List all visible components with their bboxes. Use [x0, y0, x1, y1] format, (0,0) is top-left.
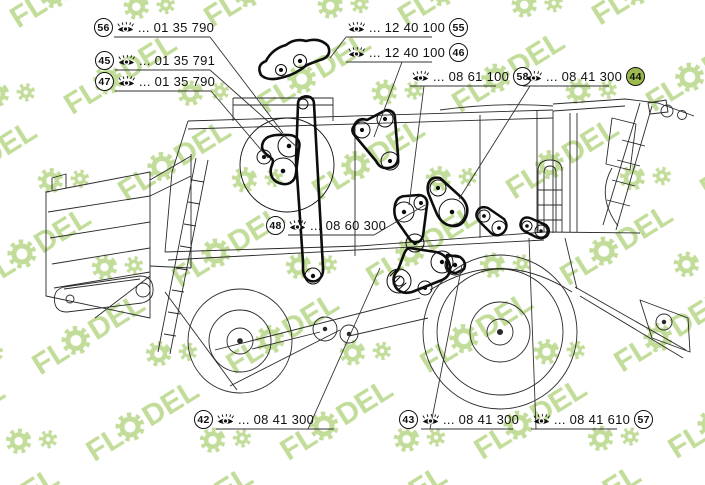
eye-icon — [348, 46, 365, 59]
item-number-badge[interactable]: 46 — [449, 43, 469, 62]
belt-44[interactable] — [426, 176, 469, 228]
belt-55[interactable] — [258, 38, 331, 81]
belt-small-triangle[interactable] — [475, 205, 508, 237]
part-number: ... 01 35 790 — [138, 20, 215, 35]
item-number-badge[interactable]: 43 — [399, 410, 418, 429]
part-label-55[interactable]: ... 12 40 100 55 — [348, 18, 469, 37]
machine-body — [45, 97, 695, 410]
item-number-badge[interactable]: 48 — [266, 216, 285, 235]
eye-icon — [289, 219, 306, 232]
part-label-45[interactable]: 45 ... 01 35 791 — [95, 51, 215, 70]
label-leader-lines — [114, 36, 617, 430]
item-number-badge-highlighted[interactable]: 44 — [626, 67, 646, 86]
item-number-badge[interactable]: 55 — [449, 18, 469, 37]
front-wheel — [187, 288, 293, 394]
item-number-badge[interactable]: 47 — [95, 72, 114, 91]
eye-icon — [412, 70, 429, 83]
part-number: ... 12 40 100 — [369, 20, 446, 35]
belt-46[interactable] — [351, 108, 400, 171]
eye-icon — [525, 70, 542, 83]
part-label-56[interactable]: 56 ... 01 35 790 — [94, 18, 214, 37]
part-label-46[interactable]: ... 12 40 100 46 — [348, 43, 469, 62]
eye-icon — [533, 413, 550, 426]
belt-components — [239, 38, 550, 296]
part-number: ... 08 41 300 — [238, 412, 315, 427]
eye-icon — [118, 75, 135, 88]
item-number-badge[interactable]: 42 — [194, 410, 213, 429]
part-number: ... 01 35 791 — [139, 53, 216, 68]
eye-icon — [117, 21, 134, 34]
eye-icon — [118, 54, 135, 67]
item-number-badge[interactable]: 57 — [634, 410, 654, 429]
part-number: ... 08 41 610 — [554, 412, 631, 427]
part-label-48[interactable]: 48 ... 08 60 300 — [266, 216, 386, 235]
part-label-43[interactable]: 43 ... 08 41 300 — [399, 410, 519, 429]
item-number-badge[interactable]: 45 — [95, 51, 114, 70]
eye-icon — [217, 413, 234, 426]
part-number: ... 08 60 300 — [310, 218, 387, 233]
item-number-badge[interactable]: 56 — [94, 18, 113, 37]
part-number: ... 08 41 300 — [546, 69, 623, 84]
rear-wheel — [422, 254, 578, 410]
eye-icon — [422, 413, 439, 426]
part-label-44[interactable]: ... 08 41 300 44 — [525, 67, 646, 86]
eye-icon — [348, 21, 365, 34]
part-label-57[interactable]: ... 08 41 610 57 — [533, 410, 654, 429]
part-number: ... 12 40 100 — [369, 45, 446, 60]
part-number: ... 08 41 300 — [443, 412, 520, 427]
part-number: ... 01 35 790 — [139, 74, 216, 89]
belt-56-45-47[interactable] — [239, 95, 335, 285]
belt-58-48-42-43[interactable] — [386, 193, 467, 296]
part-label-47[interactable]: 47 ... 01 35 790 — [95, 72, 215, 91]
part-number: ... 08 61 100 — [433, 69, 510, 84]
belt-57[interactable] — [519, 216, 550, 240]
part-label-58[interactable]: ... 08 61 100 58 — [412, 67, 533, 86]
part-label-42[interactable]: 42 ... 08 41 300 — [194, 410, 314, 429]
